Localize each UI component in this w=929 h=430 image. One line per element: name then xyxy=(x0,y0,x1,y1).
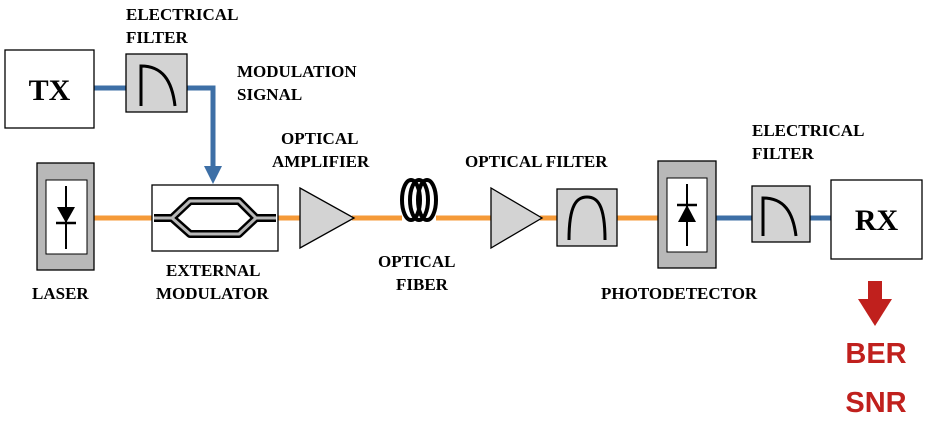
modulation-signal-label: MODULATION SIGNAL xyxy=(237,62,361,104)
external-modulator-label: EXTERNAL MODULATOR xyxy=(156,261,269,303)
laser-label: LASER xyxy=(32,284,89,303)
electrical-filter-rx-label: ELECTRICAL FILTER xyxy=(752,121,868,163)
optical-fiber-label: OPTICAL FIBER xyxy=(378,252,459,294)
diode-icon xyxy=(677,184,697,246)
photodetector-label: PHOTODETECTOR xyxy=(601,284,758,303)
output-arrow xyxy=(858,281,892,326)
electrical-filter-tx-label: ELECTRICAL FILTER xyxy=(126,5,242,47)
electrical-path xyxy=(94,85,831,221)
optical-filter-label: OPTICAL FILTER xyxy=(465,152,608,171)
photodetector xyxy=(657,160,717,269)
lowpass-filter-icon xyxy=(139,64,177,107)
tx-label: TX xyxy=(29,74,71,107)
rx-label: RX xyxy=(855,204,899,237)
optical-filter xyxy=(556,188,618,247)
modulation-arrowhead xyxy=(204,166,222,184)
electrical-filter-rx xyxy=(751,185,811,243)
external-modulator xyxy=(151,184,279,252)
lowpass-filter-icon xyxy=(761,196,798,237)
fiber-coil-icon xyxy=(400,178,438,222)
optical-amplifier-triangle xyxy=(299,186,356,250)
laser xyxy=(36,162,95,271)
electrical-line-filter-modulator xyxy=(187,85,216,168)
tx-block: TX xyxy=(4,49,95,129)
optical-amplifier-triangle-2 xyxy=(490,186,544,250)
ber-metric: BER xyxy=(845,338,906,370)
snr-metric: SNR xyxy=(845,387,906,419)
optical-amplifier-label: OPTICAL AMPLIFIER xyxy=(272,129,370,171)
electrical-filter-tx xyxy=(125,53,188,113)
bandpass-filter-icon xyxy=(567,195,607,241)
diode-icon xyxy=(56,186,76,249)
rx-block: RX xyxy=(830,179,923,260)
